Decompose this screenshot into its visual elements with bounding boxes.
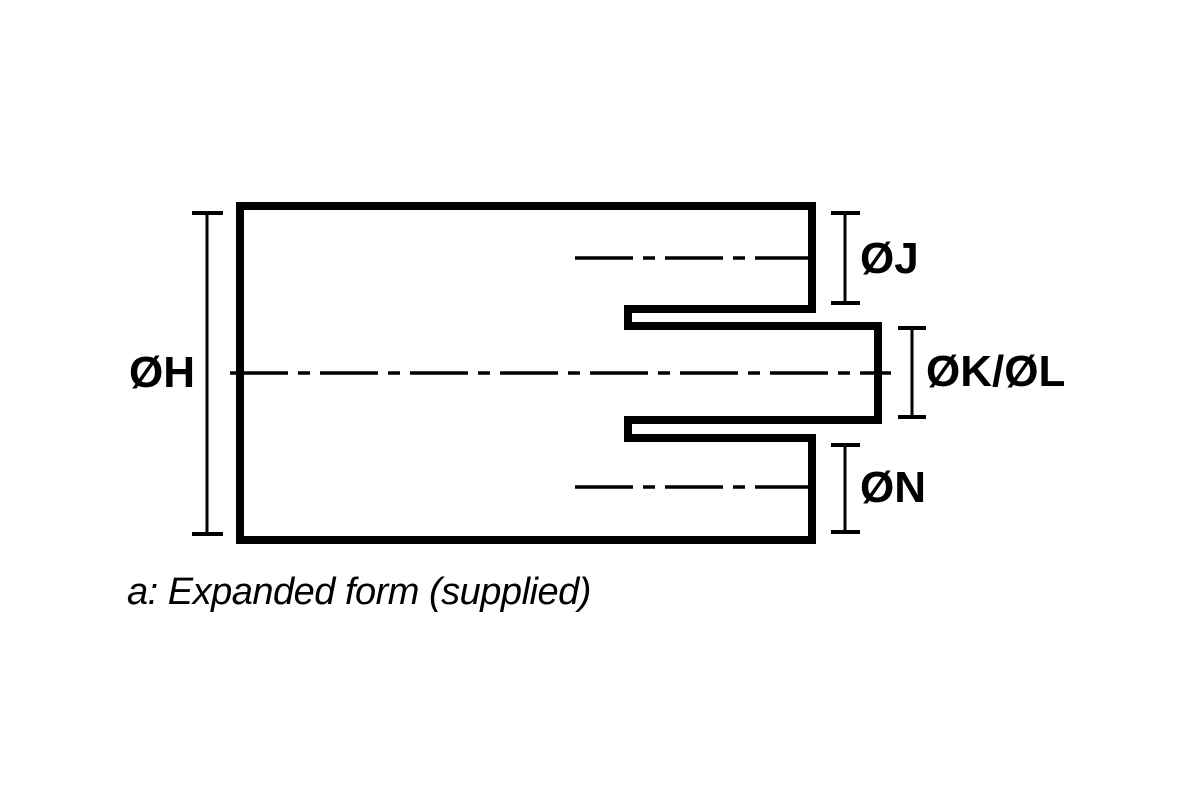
part-outline <box>236 202 882 544</box>
label-okol: ØK/ØL <box>926 347 1066 396</box>
label-oj: ØJ <box>860 234 919 283</box>
dimension-oh <box>192 211 223 536</box>
dimension-oj <box>831 211 860 305</box>
label-oh: ØH <box>129 348 195 397</box>
label-on: ØN <box>860 463 926 512</box>
dimension-on <box>831 443 860 534</box>
dimension-okol <box>898 326 926 419</box>
figure-caption: a: Expanded form (supplied) <box>127 571 591 613</box>
